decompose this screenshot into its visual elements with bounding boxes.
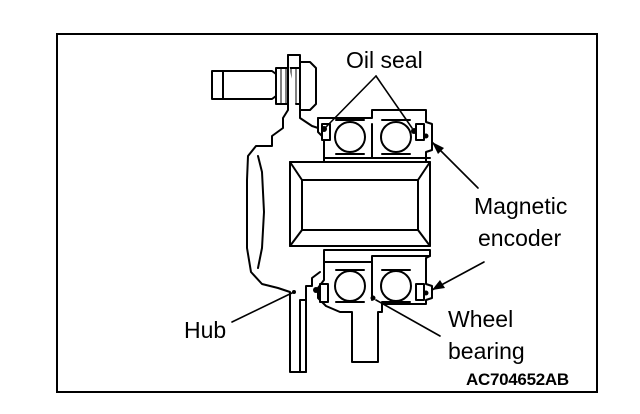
figure-code: AC704652AB: [466, 370, 569, 389]
upper-bearing: [321, 119, 431, 159]
magnetic-encoder-label-line1: Magnetic: [474, 193, 568, 219]
bearing-outer-ring: [317, 109, 433, 363]
wheel-bearing-leader: [375, 299, 441, 337]
arrowheads: [432, 142, 445, 290]
oil-seal-leader-right: [375, 75, 413, 129]
hub-label: Hub: [184, 317, 227, 343]
oil-seal-leader-left: [325, 75, 377, 128]
wheel-bearing-label-line2: bearing: [448, 338, 525, 364]
encoder-arrow-upper: [432, 142, 444, 154]
wheel-bearing-label-line1: Wheel: [448, 306, 514, 332]
hub-bolt: [211, 61, 317, 111]
magnetic-encoder-label-line2: encoder: [478, 225, 562, 251]
lower-bearing: [319, 255, 431, 303]
oil-seal-label: Oil seal: [346, 47, 423, 73]
encoder-arrow-lower: [432, 280, 445, 290]
hub-leader: [231, 291, 295, 323]
hub-bore: [289, 161, 431, 247]
diagram-frame: [56, 33, 598, 393]
hub-body: [246, 54, 321, 373]
